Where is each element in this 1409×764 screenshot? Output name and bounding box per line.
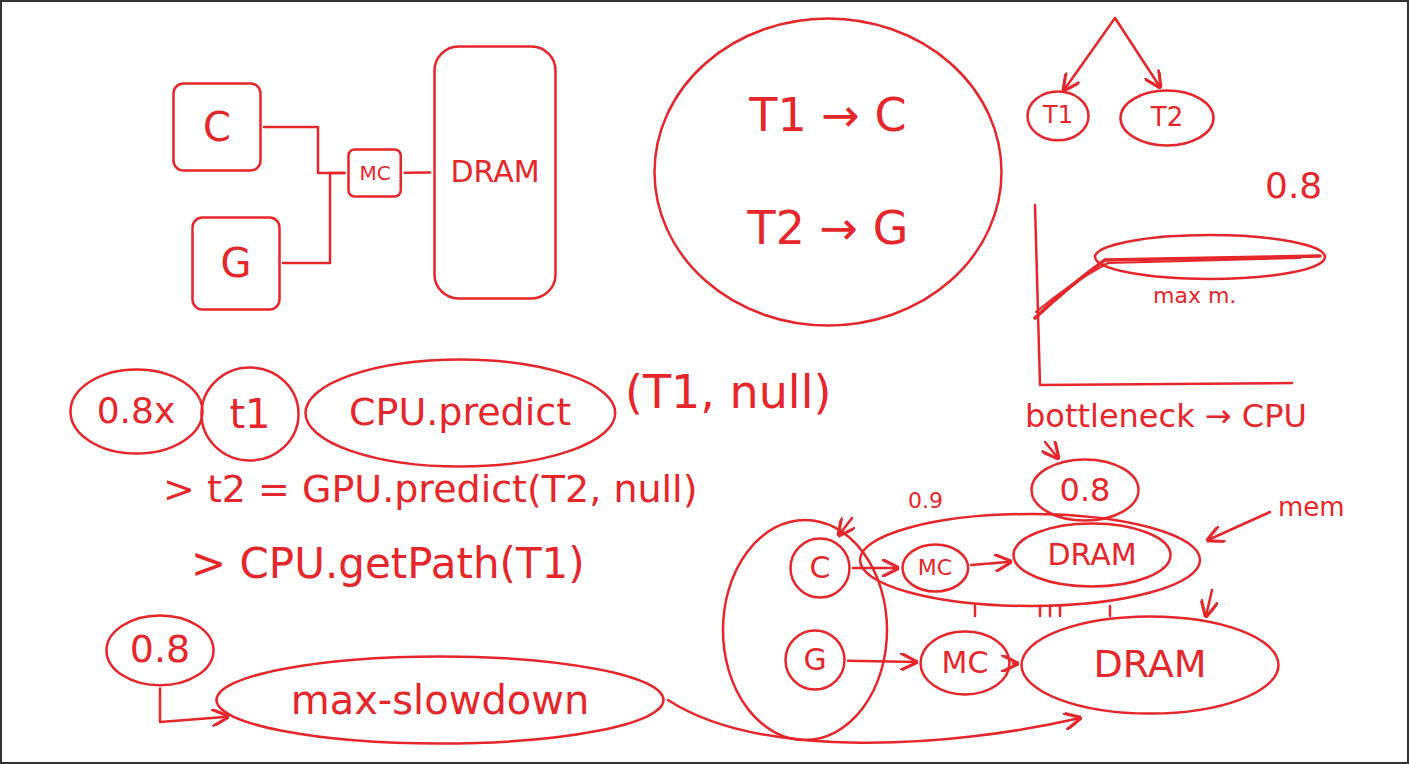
pointer-arrow (1208, 512, 1270, 540)
outline (193, 217, 280, 309)
node-text: T1 → C (749, 89, 906, 142)
node-text: MC (359, 162, 390, 185)
node-text: DRAM (450, 155, 539, 190)
node-text: max-slowdown (291, 677, 590, 723)
chart-axes (1035, 205, 1292, 385)
outline (1121, 91, 1214, 146)
note-label: bottleneck → CPU (1022, 398, 1310, 435)
note-label: > CPU.getPath(T1) (188, 540, 588, 588)
connector (264, 127, 344, 173)
dram-box: DRAM (433, 45, 557, 300)
task-circle: T2 (1119, 89, 1215, 147)
factor-circle: 0.8 (105, 614, 215, 687)
tick-marks (975, 606, 1110, 616)
outline (1014, 524, 1171, 587)
factor-circle: 0.8x (69, 368, 204, 455)
tree-branch (1115, 18, 1160, 87)
chart-curve (1036, 258, 1300, 312)
connector (1013, 662, 1017, 665)
mapping-circle: T1 → C T2 → G (653, 17, 1003, 327)
connector (971, 562, 1010, 565)
factor-circle: 0.8 (1030, 458, 1140, 522)
bottleneck-ellipse (860, 514, 1200, 606)
node-text: C (810, 551, 831, 586)
node-text: CPU.predict (349, 391, 571, 435)
node-text: G (221, 240, 252, 286)
variable-circle: t1 (200, 366, 300, 462)
node-text: T2 → G (748, 202, 909, 255)
metric-ellipse: max-slowdown (215, 655, 665, 745)
dram-ellipse: DRAM (1020, 615, 1280, 715)
outline (174, 84, 261, 171)
node-text: G (803, 643, 826, 678)
note-label: > t2 = GPU.predict(T2, null) (160, 468, 701, 512)
pointer-arrow (1206, 590, 1212, 616)
outline (921, 632, 1010, 695)
note-label: mem (1275, 493, 1348, 523)
sweep-arrow (668, 700, 1080, 743)
controller-circle: MC (901, 543, 970, 593)
node-text: 0.8 (1060, 472, 1111, 509)
pointer-arrow (839, 518, 852, 535)
outline (305, 360, 615, 467)
node-text: DRAM (1094, 643, 1207, 687)
gpu-box: G (191, 216, 281, 311)
connector (405, 171, 430, 174)
node-text: MC (918, 555, 952, 580)
outline (1032, 460, 1139, 521)
node-text: t1 (229, 391, 270, 437)
plateau-ellipse (1095, 235, 1325, 279)
note-label: (T1, null) (622, 366, 834, 419)
gpu-circle: G (784, 629, 846, 691)
pointer-arrow (1045, 442, 1058, 458)
node-text: MC (942, 646, 989, 681)
outline (70, 369, 202, 453)
outline (1028, 92, 1089, 141)
node-text: DRAM (1047, 538, 1136, 573)
task-circle: T1 (1026, 90, 1090, 142)
outline (1022, 617, 1279, 714)
connector (283, 173, 344, 263)
cpu-box: C (172, 82, 262, 172)
controller-box: MC (347, 148, 402, 198)
connector (848, 661, 916, 662)
dram-ellipse: DRAM (1012, 522, 1172, 588)
node-text: T2 (1151, 103, 1183, 133)
note-label: 0.9 (905, 488, 946, 513)
outline (902, 545, 968, 592)
call-ellipse: CPU.predict (304, 358, 617, 468)
outline (107, 615, 214, 685)
chart-curve (1035, 256, 1320, 318)
controller-circle: MC (919, 630, 1011, 696)
node-text: C (203, 104, 231, 150)
note-label: max m. (1150, 283, 1239, 308)
outline (786, 631, 845, 690)
node-text: 0.8x (97, 390, 176, 431)
ellipse-outline (653, 17, 1003, 327)
outline (349, 150, 401, 197)
outline (655, 19, 1002, 326)
cpu-circle: C (789, 537, 851, 599)
outline (435, 46, 556, 298)
node-text: T1 (1043, 102, 1073, 130)
tree-branch (1064, 18, 1115, 90)
note-label: 0.8 (1262, 165, 1325, 206)
outline (791, 539, 850, 598)
outline (217, 657, 664, 744)
outline (202, 368, 299, 461)
connector (853, 567, 898, 570)
node-text: 0.8 (130, 628, 190, 672)
